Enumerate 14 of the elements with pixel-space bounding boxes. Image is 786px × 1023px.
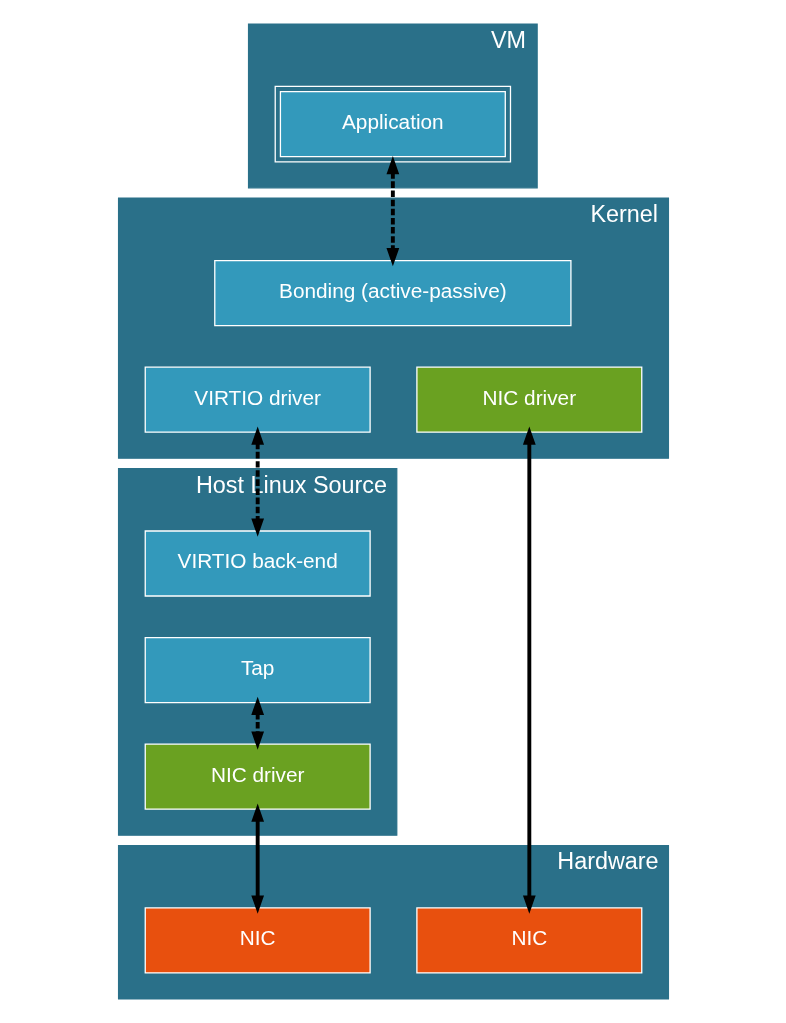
node-box: NIC driver [144,743,371,810]
arrow [250,696,264,750]
arrow [522,426,536,914]
node-box: NIC [144,907,371,974]
node-box: Bonding (active-passive) [213,260,572,327]
node-box: VIRTIO driver [144,366,371,433]
arrow [250,803,264,914]
arrow [250,426,264,537]
node-box: Tap [144,636,371,704]
node-box: VIRTIO back-end [144,530,371,597]
node-box: NIC driver [415,366,642,433]
node-box: NIC [415,907,642,974]
node-box: Application [274,85,511,163]
arrow [385,156,399,267]
